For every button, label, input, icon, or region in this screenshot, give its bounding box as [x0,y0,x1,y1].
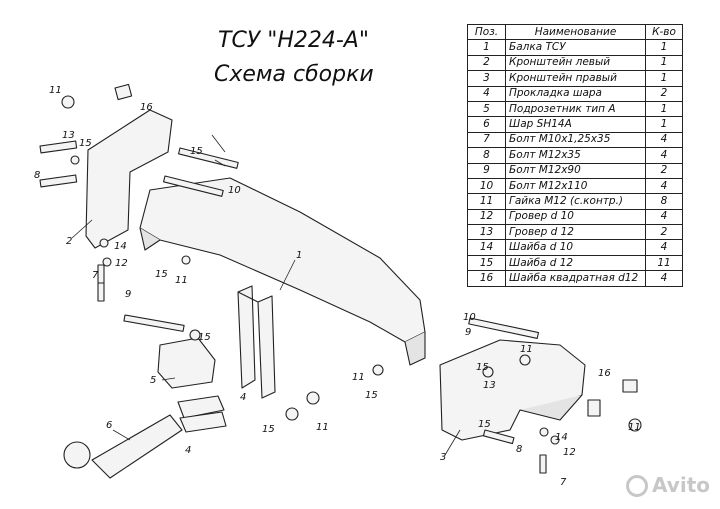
callout-6: 6 [106,420,112,431]
callout-16b: 16 [598,368,611,379]
callout-13b: 13 [483,380,496,391]
callout-15h: 15 [478,419,491,430]
name-cell: Кронштейн правый [505,70,646,87]
callout-15b: 15 [190,146,203,157]
callout-12b: 12 [563,447,576,458]
name-cell: Болт М12х90 [505,162,646,179]
left-bracket-part [85,109,173,249]
tow-ball-part [91,414,183,479]
callout-16a: 16 [140,102,153,113]
callout-1: 1 [296,250,302,261]
beam-plate-right [257,295,276,399]
callout-14b: 14 [555,432,568,443]
pos-cell: 2 [467,54,506,72]
pos-cell: 5 [467,100,506,118]
name-cell: Шайба квадратная d12 [505,270,646,287]
pos-cell: 11 [467,193,506,210]
callout-4a: 4 [185,445,191,456]
callout-12a: 12 [115,258,128,269]
callout-7a: 7 [92,270,99,281]
callout-11e: 11 [520,344,533,355]
callout-11f: 11 [628,422,641,433]
name-cell: Прокладка шара [505,85,646,102]
avito-logo-icon [626,475,649,497]
qty-cell: 4 [645,239,683,256]
callout-11b: 11 [175,275,188,286]
qty-cell: 4 [645,270,683,287]
name-cell: Болт М12х110 [505,177,646,195]
right-bracket-part [439,339,586,441]
parts-table-header: Поз. Наименование К-во [467,23,683,41]
callout-15d: 15 [198,332,211,343]
callout-10b: 10 [463,312,476,323]
name-cell: Шар SH14A [505,116,646,133]
callout-3: 3 [440,452,446,463]
callout-15a: 15 [79,138,92,149]
qty-cell: 1 [645,54,683,72]
callout-14a: 14 [114,241,127,252]
watermark: Avito [626,472,710,497]
callout-15g: 15 [476,362,489,373]
callout-labels: 1 2 3 4 4 5 6 7 7 8 8 9 9 10 10 11 11 11… [34,85,641,488]
callout-11a: 11 [49,85,62,96]
callout-10a: 10 [228,185,241,196]
callout-15e: 15 [365,390,378,401]
callout-15f: 15 [262,424,275,435]
callout-8b: 8 [516,444,522,455]
drawing-subtitle: Схема сборки [214,62,374,87]
pos-cell: 16 [467,270,506,287]
callout-5: 5 [150,375,156,386]
callout-11d: 11 [316,422,329,433]
socket-bracket-part [157,337,216,389]
callout-2: 2 [66,236,72,247]
watermark-text: Avito [652,472,710,497]
callout-8a: 8 [34,170,40,181]
qty-cell: 1 [645,100,683,118]
callout-9a: 9 [125,289,131,300]
callout-15c: 15 [155,269,168,280]
callout-11c: 11 [352,372,365,383]
callout-7b: 7 [560,477,567,488]
name-cell: Кронштейн левый [505,54,646,72]
callout-4b: 4 [240,392,246,403]
qty-cell: 2 [645,85,683,102]
header-pos: Поз. [467,23,506,41]
callout-9b: 9 [465,327,471,338]
ball-shim-part [177,395,225,419]
beam-plate-left [237,285,256,389]
qty-cell: 11 [645,254,683,272]
callout-13a: 13 [62,130,75,141]
name-cell: Подрозетник тип А [505,100,646,118]
qty-cell: 1 [645,70,683,87]
drawing-title: ТСУ "H224-A" [218,28,369,53]
